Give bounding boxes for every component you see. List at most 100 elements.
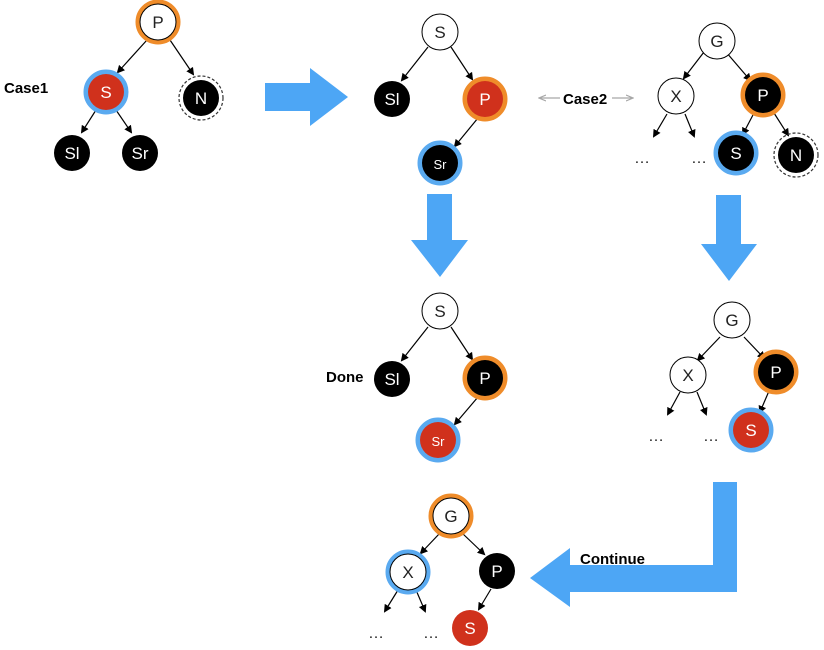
orange-highlight-ring [740,72,786,118]
tree-node-sr: Sr [122,135,158,171]
transition-arrow-continue [530,482,737,607]
node-label: X [682,366,693,385]
node-label: X [670,87,681,106]
node-label: Sr [434,157,448,172]
tree-node-p: P [135,0,181,45]
done-tree-tree: S Sl P Sr [374,292,508,463]
node-label: S [730,144,741,163]
tree-node-n: N [773,132,819,178]
white-node-circle [139,3,177,41]
black-node-circle [778,137,814,173]
white-node-circle [421,292,459,330]
continue-label: Continue [580,551,645,568]
black-node-circle [122,135,158,171]
subtree-ellipsis: … [648,428,666,445]
black-node-circle [745,77,781,113]
continue-tree-tree: G X P S [385,493,515,646]
subtree-ellipsis: … [691,150,709,167]
node-label: Sr [432,434,446,449]
black-node-circle [718,135,754,171]
case2-label: Case2 [563,91,607,108]
white-node-circle [669,356,707,394]
tree-node-s: S [728,407,774,453]
node-label: X [402,563,413,582]
black-node-circle [374,361,410,397]
tree-node-s: S [452,610,488,646]
blue-highlight-ring [417,140,463,186]
white-node-circle [421,13,459,51]
tree-node-s: S [713,130,759,176]
node-label: N [195,89,207,108]
tree-node-n: N [178,75,224,121]
node-label: P [479,369,490,388]
black-node-circle [183,80,219,116]
white-node-circle [698,22,736,60]
tree-node-sl: Sl [374,81,410,117]
tree-node-p: P [462,355,508,401]
transition-arrow-down-right [701,195,757,281]
blue-highlight-ring [728,407,774,453]
node-label: G [444,507,457,526]
black-node-circle [467,360,503,396]
tree-node-x: X [385,549,431,595]
red-node-circle [467,81,503,117]
tree-node-p: P [740,72,786,118]
tree-node-sr: Sr [417,140,463,186]
tree-node-g: G [428,493,474,539]
case1-label: Case1 [4,80,48,97]
red-node-circle [733,412,769,448]
tree-node-sl: Sl [374,361,410,397]
orange-highlight-ring [462,76,508,122]
case2-start-tree: G X P S N [657,22,819,178]
node-label: N [790,146,802,165]
node-label: Sr [132,144,149,163]
node-label: S [434,23,445,42]
blue-highlight-ring [83,69,129,115]
node-label: G [710,32,723,51]
tree-node-x: X [657,77,695,115]
node-label: P [770,363,781,382]
node-label: G [725,311,738,330]
node-label: S [464,619,475,638]
blue-highlight-ring [415,417,461,463]
red-node-circle [420,422,456,458]
orange-highlight-ring [462,355,508,401]
done-label: Done [326,369,364,386]
tree-node-s: S [421,13,459,51]
white-node-circle [713,301,751,339]
subtree-ellipsis: … [634,150,652,167]
node-label: Sl [384,90,399,109]
node-label: S [434,302,445,321]
edges [80,39,790,613]
node-label: P [479,90,490,109]
null-leaf-dashed-ring [773,132,819,178]
subtree-ellipsis: … [368,625,386,642]
node-label: S [745,421,756,440]
node-label: S [100,83,111,102]
tree-node-p: P [753,349,799,395]
black-node-circle [422,145,458,181]
black-node-circle [758,354,794,390]
subtree-ellipsis: … [703,428,721,445]
node-label: P [152,13,163,32]
subtree-ellipsis: … [423,625,441,642]
tree-node-sr: Sr [415,417,461,463]
null-leaf-dashed-ring [178,75,224,121]
orange-highlight-ring [428,493,474,539]
orange-highlight-ring [753,349,799,395]
white-node-circle [657,77,695,115]
case1-rotated-tree: S Sl P Sr [374,13,508,186]
case2-recolored-tree: G X P S [669,301,799,453]
white-node-circle [432,497,470,535]
transition-arrow-right [265,68,348,126]
red-node-circle [88,74,124,110]
tree-node-sl: Sl [54,135,90,171]
node-label: P [757,86,768,105]
black-node-circle [479,553,515,589]
tree-node-p: P [479,553,515,589]
case1-before-tree: P S N Sl Sr [54,0,224,171]
blue-highlight-ring [713,130,759,176]
node-label: Sl [384,370,399,389]
